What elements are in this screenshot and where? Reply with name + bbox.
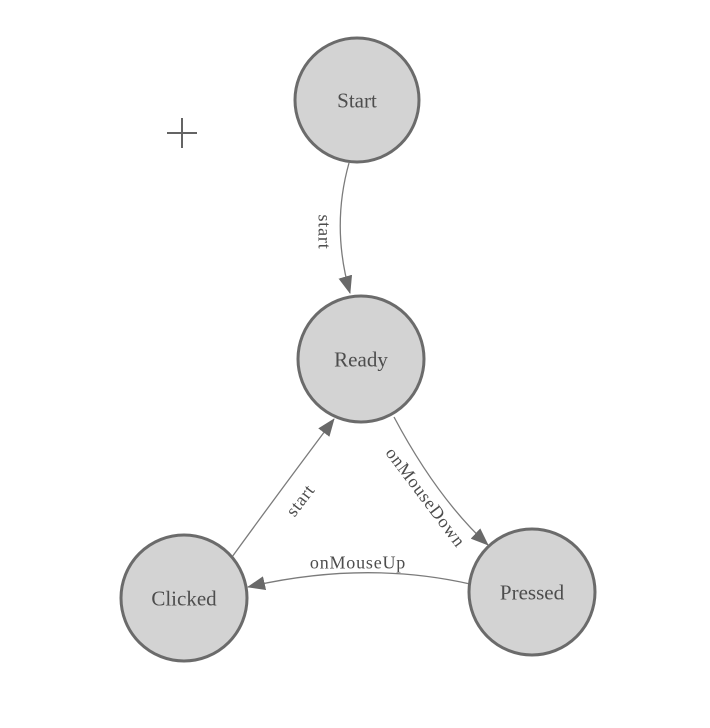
edge-label-start-to-ready: start xyxy=(315,215,335,250)
node-label-ready: Ready xyxy=(334,347,388,371)
transition-edge-ready-to-pressed[interactable] xyxy=(393,416,489,546)
transition-edge-pressed-to-clicked[interactable] xyxy=(247,572,471,590)
state-node-pressed[interactable]: Pressed xyxy=(467,527,597,657)
transition-edge-clicked-to-ready[interactable] xyxy=(231,418,335,558)
state-node-ready[interactable]: Ready xyxy=(296,294,426,424)
edge-label-ready-to-pressed: onMouseDown xyxy=(382,443,470,551)
edge-label-clicked-to-ready: start xyxy=(282,480,319,520)
edge-label-pressed-to-clicked: onMouseUp xyxy=(310,552,406,572)
node-circle-pressed[interactable] xyxy=(467,527,597,657)
node-label-start: Start xyxy=(337,88,377,112)
crosshair-cursor xyxy=(167,118,197,148)
node-label-pressed: Pressed xyxy=(500,580,565,604)
transition-edge-start-to-ready[interactable] xyxy=(338,162,353,294)
node-circle-clicked[interactable] xyxy=(119,533,249,663)
node-circle-start[interactable] xyxy=(293,36,421,164)
node-label-clicked: Clicked xyxy=(151,586,217,610)
node-circle-ready[interactable] xyxy=(296,294,426,424)
state-node-clicked[interactable]: Clicked xyxy=(119,533,249,663)
state-node-start[interactable]: Start xyxy=(293,36,421,164)
